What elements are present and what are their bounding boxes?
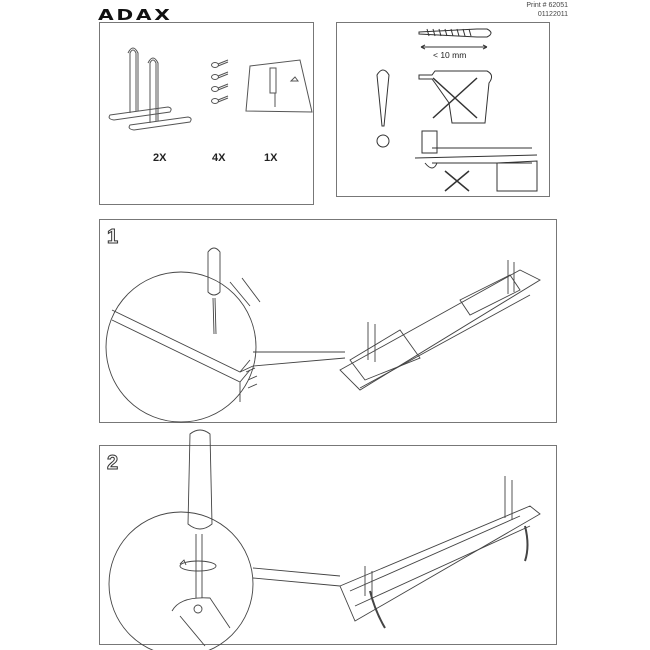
screw-length-label: < 10 mm bbox=[433, 50, 467, 60]
screwdriver-icon bbox=[207, 247, 221, 335]
screw-icon bbox=[211, 71, 229, 80]
heater-with-feet-icon bbox=[339, 476, 541, 629]
screwdriver-icon bbox=[187, 429, 213, 598]
detail-magnifier-circle bbox=[108, 511, 254, 650]
warning-panel: < 10 mm bbox=[336, 22, 550, 197]
parts-illustration bbox=[108, 47, 313, 131]
template-sheet-icon bbox=[245, 59, 313, 113]
screw-icon bbox=[211, 83, 229, 92]
step-number: 1 bbox=[106, 226, 119, 249]
step-2-illustration bbox=[108, 429, 541, 650]
print-number: Print # 62051 bbox=[526, 2, 568, 9]
foot-bracket-icon bbox=[128, 57, 192, 131]
doc-code: 01122011 bbox=[537, 11, 568, 18]
parts-panel: 2X 4X 1X bbox=[99, 22, 314, 205]
quantity-screws: 4X bbox=[212, 152, 226, 164]
heater-icon bbox=[339, 260, 541, 391]
foot-bracket-icon bbox=[108, 47, 172, 121]
screw-icon bbox=[211, 59, 229, 68]
print-info: Print # 62051 01122011 bbox=[526, 1, 568, 19]
exclamation-icon bbox=[376, 69, 390, 148]
power-drill-prohibited-icon bbox=[418, 70, 493, 124]
bathroom-prohibited-icon bbox=[414, 130, 538, 192]
screw-icon bbox=[211, 95, 229, 104]
warning-illustration bbox=[376, 28, 538, 192]
rotate-arrow-icon bbox=[179, 560, 217, 572]
brand-logo: ADAX bbox=[98, 6, 173, 24]
quantity-template: 1X bbox=[264, 152, 278, 164]
step-1-panel: 1 bbox=[99, 219, 557, 423]
quantity-feet: 2X bbox=[153, 152, 167, 164]
screw-length-icon bbox=[418, 28, 492, 50]
step-1-illustration bbox=[105, 247, 541, 423]
step-number: 2 bbox=[106, 452, 119, 475]
step-2-panel: 2 bbox=[99, 429, 557, 650]
detail-magnifier-circle bbox=[105, 271, 257, 423]
